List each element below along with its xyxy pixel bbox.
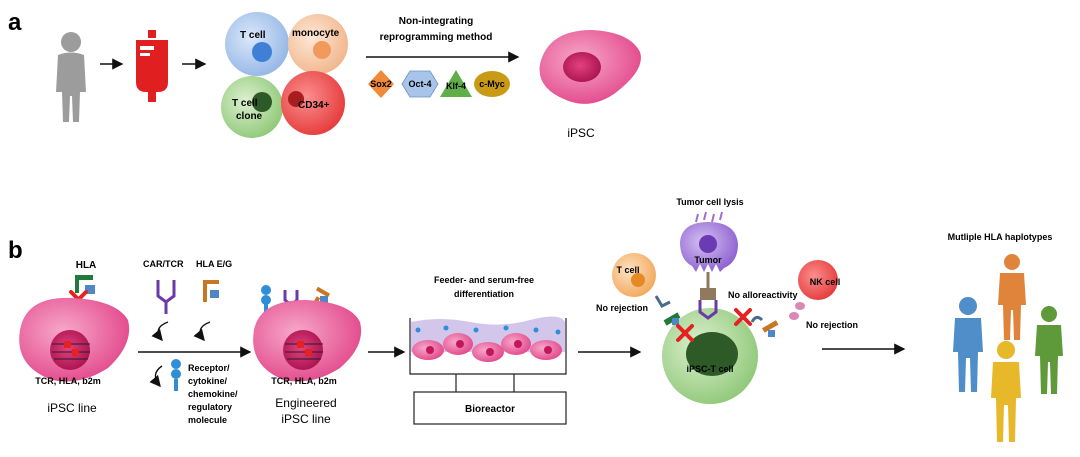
hla-eg-label: HLA E/G — [196, 259, 232, 269]
t-cell — [225, 12, 289, 76]
method-label-line2: reprogramming method — [380, 32, 493, 43]
oct4-factor — [401, 70, 439, 98]
knockout-genes-label-2: TCR, HLA, b2m — [271, 376, 337, 386]
tumor-cell — [680, 222, 738, 272]
tumor-label: Tumor — [694, 255, 722, 265]
ipsc-label: iPSC — [567, 126, 595, 140]
insert-arrow-icon-2 — [193, 321, 211, 342]
cmyc-label: c-Myc — [479, 79, 505, 89]
person-blue-icon — [953, 297, 983, 392]
cd34-label: CD34+ — [298, 100, 330, 111]
panel-b-label: b — [8, 237, 23, 264]
t-cell-clone — [221, 76, 283, 138]
receptor-label-line2: cytokine/ — [188, 376, 228, 386]
ipsc-cell — [539, 30, 641, 104]
hla-null-receptor-icon — [663, 312, 681, 326]
cmyc-factor — [474, 71, 510, 97]
nk-cell-label: NK cell — [810, 277, 841, 287]
differentiation-label-line2: differentiation — [454, 289, 514, 299]
ipsc-line-label: iPSC line — [47, 401, 97, 415]
knockout-genes-label-1: TCR, HLA, b2m — [35, 376, 101, 386]
no-alloreactivity-label: No alloreactivity — [728, 290, 798, 300]
host-t-cell-label: T cell — [616, 265, 639, 275]
person-yellow-icon — [991, 341, 1021, 442]
engineered-ipsc-cell — [253, 300, 362, 382]
bioreactor-box — [413, 391, 567, 425]
person-green-icon — [1035, 306, 1063, 394]
klf4-factor — [440, 70, 472, 97]
hla-receptor-icon — [75, 275, 95, 294]
haplotypes-label: Mutliple HLA haplotypes — [948, 232, 1053, 242]
cd34-cell — [281, 71, 345, 135]
car-tcr-label: CAR/TCR — [143, 259, 184, 269]
sox2-factor — [368, 70, 394, 98]
engineered-label-line1: Engineered — [275, 396, 336, 410]
receptor-label-line3: chemokine/ — [188, 389, 238, 399]
culture-vessel — [409, 316, 567, 375]
monocyte — [288, 14, 348, 74]
lysis-marks — [695, 211, 723, 223]
method-label-line1: Non-integrating — [399, 16, 473, 27]
blood-bag-icon — [136, 30, 168, 102]
panel-a-label: a — [8, 9, 22, 36]
person-orange-icon — [998, 254, 1026, 340]
insert-arrow-icon-3 — [149, 365, 163, 388]
host-tcr-receptor-icon — [654, 295, 671, 308]
tumor-lysis-label: Tumor cell lysis — [676, 197, 743, 207]
t-cell-label: T cell — [240, 30, 266, 41]
host-t-cell — [612, 253, 656, 297]
nk-cell — [798, 260, 838, 300]
ipsc-line-cell — [19, 297, 130, 382]
block-x-icon-right — [734, 308, 752, 326]
differentiation-label-line1: Feeder- and serum-free — [434, 275, 534, 285]
monocyte-label: monocyte — [292, 28, 340, 39]
oct4-label: Oct-4 — [408, 79, 431, 89]
block-x-icon-left — [676, 324, 694, 342]
receptor-label-line5: molecule — [188, 415, 227, 425]
sox2-label: Sox2 — [370, 79, 392, 89]
nk-receptor-icon — [789, 302, 805, 320]
t-cell-clone-label-line2: clone — [236, 111, 263, 122]
car-receptor-icon — [698, 300, 718, 320]
receptor-label-line4: regulatory — [188, 402, 232, 412]
insert-arrow-icon-1 — [151, 321, 169, 342]
car-tcr-receptor-icon — [156, 280, 176, 314]
receptor-label-line1: Receptor/ — [188, 363, 230, 373]
ipsc-t-cell-label: iPSC-T cell — [686, 364, 733, 374]
nk-inhibitory-receptor-icon — [750, 315, 764, 323]
hla-label: HLA — [76, 260, 97, 271]
no-rejection-left-label: No rejection — [596, 303, 648, 313]
klf4-label: Klf-4 — [446, 81, 466, 91]
tumor-antigen — [700, 288, 716, 300]
t-cell-clone-label-line1: T cell — [232, 98, 258, 109]
donor-person-icon — [56, 32, 86, 122]
hla-eg-surface-icon — [762, 320, 779, 337]
no-rejection-right-label: No rejection — [806, 320, 858, 330]
bioreactor-label: Bioreactor — [465, 404, 515, 415]
receptor-molecule-icon — [171, 359, 181, 391]
hla-eg-receptor-icon — [203, 280, 219, 302]
engineered-label-line2: iPSC line — [281, 412, 331, 426]
